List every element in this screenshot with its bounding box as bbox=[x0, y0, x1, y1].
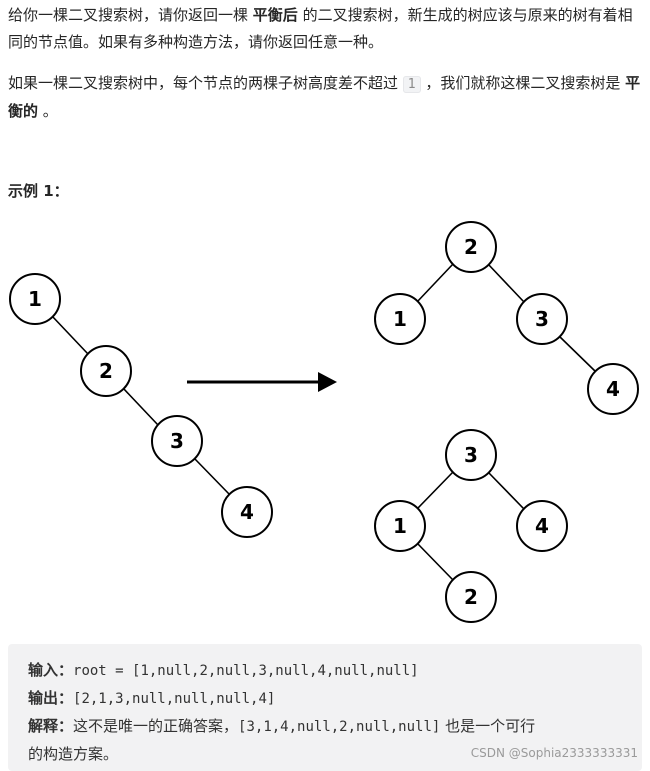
example-block: 输入：root = [1,null,2,null,3,null,4,null,n… bbox=[8, 644, 642, 771]
edge bbox=[558, 335, 597, 373]
inline-code: 1 bbox=[402, 76, 421, 93]
explanation-text: 这不是唯一的正确答案， bbox=[73, 717, 239, 735]
svg-text:1: 1 bbox=[28, 287, 42, 311]
problem-description: 给你一棵二叉搜索树，请你返回一棵 平衡后 的二叉搜索树，新生成的树应该与原来的树… bbox=[8, 2, 644, 56]
explanation-code: [3,1,4,null,2,null,null] bbox=[238, 719, 441, 735]
description-text: 的二叉搜索树，新生成的树应该与原来的树有着相同的节点值。如果有多种构造方法，请你… bbox=[8, 6, 633, 51]
example-explanation-cont: 的构造方案。 bbox=[28, 740, 118, 768]
csdn-watermark: CSDN @Sophia2333333331 bbox=[470, 746, 638, 760]
tree-node: 1 bbox=[9, 273, 61, 325]
tree-node: 3 bbox=[516, 293, 568, 345]
tree-node: 2 bbox=[445, 571, 497, 623]
svg-text:3: 3 bbox=[535, 307, 549, 331]
tree-node: 1 bbox=[374, 293, 426, 345]
tree-node: 3 bbox=[445, 429, 497, 481]
example-title: 示例 1： bbox=[8, 182, 69, 200]
example-output: 输出：[2,1,3,null,null,null,4] bbox=[28, 684, 275, 713]
input-value: root = [1,null,2,null,3,null,4,null,null… bbox=[73, 663, 419, 679]
svg-text:2: 2 bbox=[99, 359, 113, 383]
definition-text: 。 bbox=[38, 102, 58, 120]
description-text: 给你一棵二叉搜索树，请你返回一棵 bbox=[8, 6, 253, 24]
tree-node: 2 bbox=[445, 221, 497, 273]
arrowhead-icon bbox=[318, 372, 337, 392]
edge bbox=[416, 263, 454, 303]
input-label: 输入： bbox=[28, 661, 74, 679]
edge bbox=[416, 471, 454, 510]
explanation-text: 的构造方案。 bbox=[28, 745, 119, 763]
edge bbox=[122, 387, 159, 426]
svg-text:3: 3 bbox=[464, 443, 478, 467]
svg-text:4: 4 bbox=[535, 514, 549, 538]
tree-node: 4 bbox=[516, 500, 568, 552]
edge bbox=[193, 457, 231, 496]
svg-text:4: 4 bbox=[606, 377, 620, 401]
balanced-definition: 如果一棵二叉搜索树中，每个节点的两棵子树高度差不超过 1 ，我们就称这棵二叉搜索… bbox=[8, 70, 644, 125]
edge bbox=[416, 542, 454, 581]
tree-node: 4 bbox=[587, 363, 639, 415]
svg-text:3: 3 bbox=[170, 429, 184, 453]
svg-text:2: 2 bbox=[464, 585, 478, 609]
tree-node: 1 bbox=[374, 500, 426, 552]
svg-text:2: 2 bbox=[464, 235, 478, 259]
output-value: [2,1,3,null,null,null,4] bbox=[73, 691, 276, 707]
tree-node: 2 bbox=[80, 345, 132, 397]
example-input: 输入：root = [1,null,2,null,3,null,4,null,n… bbox=[28, 656, 419, 685]
explanation-label: 解释： bbox=[28, 717, 74, 735]
tree-diagram: 1 2 3 4 2 1 3 4 3 1 4 2 bbox=[9, 221, 639, 623]
bold-term: 平衡的 bbox=[8, 74, 641, 120]
explanation-text: 也是一个可行 bbox=[440, 717, 536, 735]
svg-text:1: 1 bbox=[393, 514, 407, 538]
definition-text: 如果一棵二叉搜索树中，每个节点的两棵子树高度差不超过 bbox=[8, 74, 403, 92]
output-label: 输出： bbox=[28, 689, 74, 707]
tree-node: 4 bbox=[221, 486, 273, 538]
bold-term-balanced: 平衡后 bbox=[252, 6, 298, 24]
example-explanation: 解释：这不是唯一的正确答案，[3,1,4,null,2,null,null] 也… bbox=[28, 712, 535, 741]
edge bbox=[487, 263, 525, 303]
tree-node: 3 bbox=[151, 415, 203, 467]
svg-text:4: 4 bbox=[240, 500, 254, 524]
svg-text:1: 1 bbox=[393, 307, 407, 331]
edge bbox=[487, 471, 525, 510]
edge bbox=[51, 315, 89, 355]
definition-text: ，我们就称这棵二叉搜索树是 bbox=[420, 74, 626, 92]
